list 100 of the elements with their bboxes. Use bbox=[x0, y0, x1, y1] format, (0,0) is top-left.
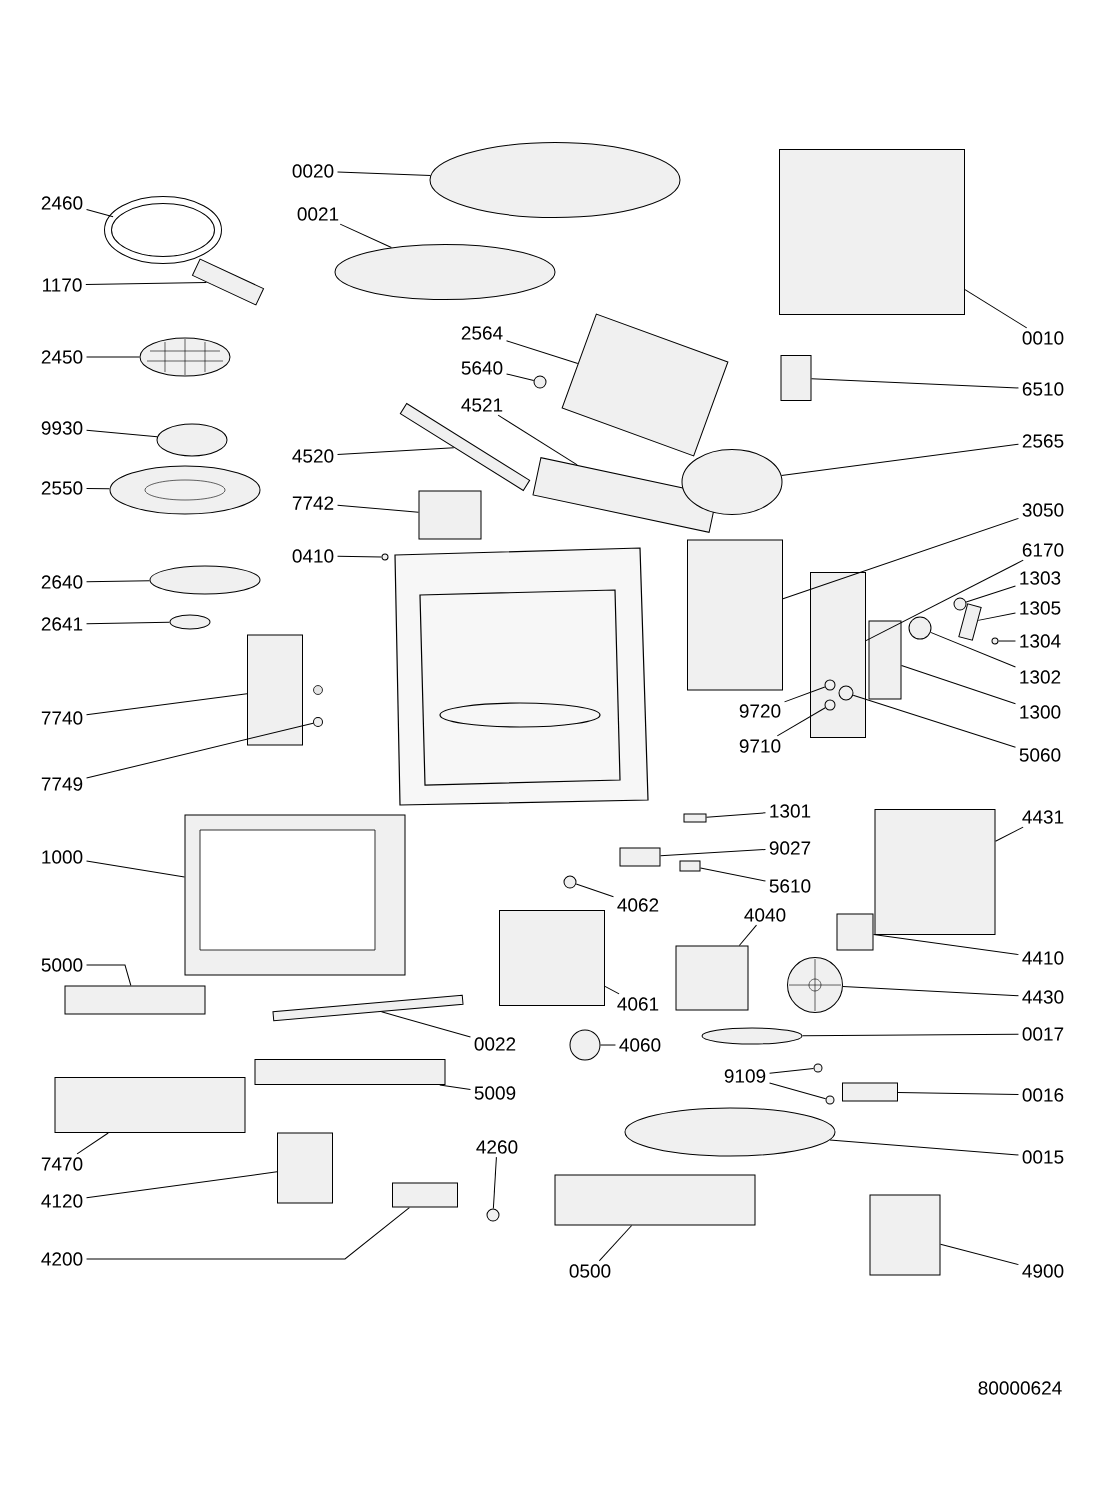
callout-number: 3050 bbox=[1022, 503, 1064, 517]
callout-number: 9720 bbox=[739, 704, 781, 718]
callout-number: 4260 bbox=[476, 1140, 518, 1154]
capacitor-drawing bbox=[392, 1182, 458, 1208]
callout-number: 4520 bbox=[292, 449, 334, 463]
diode-drawing bbox=[486, 1208, 500, 1222]
transformer-drawing bbox=[675, 945, 749, 1011]
callout-number: 1000 bbox=[42, 850, 83, 864]
leader-line bbox=[439, 1084, 471, 1090]
leader-line bbox=[86, 429, 158, 438]
callout-number: 1302 bbox=[1020, 670, 1061, 684]
callout-number: 9930 bbox=[41, 421, 83, 435]
magnetron-mount-drawing bbox=[499, 910, 605, 1006]
circuit-board-drawing bbox=[810, 572, 866, 738]
coupler-drawing bbox=[169, 614, 211, 630]
callout-number: 0010 bbox=[1022, 331, 1064, 345]
callout-number: 4431 bbox=[1022, 810, 1064, 824]
leader-line bbox=[781, 443, 1019, 476]
callout-number: 1304 bbox=[1020, 634, 1061, 648]
leader-line bbox=[76, 1132, 109, 1155]
leader-line bbox=[977, 612, 1016, 621]
thermal-fuse-drawing bbox=[679, 860, 701, 872]
grill-rack-drawing bbox=[139, 337, 231, 377]
callout-number: 0022 bbox=[474, 1037, 516, 1051]
leader-line bbox=[86, 860, 185, 878]
screw-drawing bbox=[813, 1063, 823, 1073]
callout-number: 0020 bbox=[292, 164, 334, 178]
leader-line bbox=[604, 985, 620, 995]
leader-line bbox=[86, 209, 114, 218]
base-tray-drawing bbox=[624, 1107, 836, 1157]
leader-line bbox=[86, 1207, 410, 1260]
door-bracket-drawing bbox=[687, 539, 783, 691]
callout-number: 7742 bbox=[292, 496, 334, 510]
leader-line bbox=[85, 281, 207, 286]
callout-number: 4061 bbox=[617, 997, 659, 1011]
leader-line bbox=[381, 1011, 471, 1038]
callout-number: 1170 bbox=[43, 278, 82, 292]
handle-drawing bbox=[192, 258, 265, 306]
bracket-drawing bbox=[619, 847, 661, 867]
callout-number: 5060 bbox=[1019, 748, 1061, 762]
leader-line bbox=[86, 621, 170, 625]
callout-number: 4120 bbox=[41, 1194, 83, 1208]
callout-number: 6170 bbox=[1022, 543, 1064, 557]
leader-line bbox=[86, 722, 314, 779]
callout-number: 0500 bbox=[569, 1264, 611, 1278]
switch-drawing bbox=[908, 616, 932, 640]
leader-line bbox=[337, 171, 431, 176]
latch-drawing bbox=[958, 603, 982, 641]
callout-number: 1303 bbox=[1020, 571, 1061, 585]
leader-line bbox=[769, 1068, 815, 1074]
leader-line bbox=[873, 934, 1019, 956]
leader-line bbox=[776, 707, 826, 737]
callout-number: 2565 bbox=[1022, 434, 1064, 448]
callout-number: 2450 bbox=[41, 350, 83, 364]
callout-number: 2564 bbox=[461, 326, 503, 340]
callout-number: 4040 bbox=[744, 908, 786, 922]
callout-number: 2641 bbox=[41, 617, 83, 631]
callout-number: 0015 bbox=[1022, 1150, 1064, 1164]
leader-line bbox=[86, 1171, 278, 1199]
leader-line bbox=[901, 665, 1016, 705]
turntable-ring-drawing bbox=[104, 196, 222, 264]
leader-line bbox=[897, 1092, 1019, 1096]
leader-line bbox=[506, 373, 535, 381]
leader-line bbox=[337, 555, 382, 558]
waveguide-cover-drawing bbox=[561, 313, 729, 457]
top-cover-drawing bbox=[429, 142, 681, 218]
leader-line bbox=[842, 986, 1019, 997]
leader-line bbox=[600, 1044, 616, 1046]
callout-number: 6510 bbox=[1022, 382, 1064, 396]
callout-number: 7740 bbox=[41, 711, 83, 725]
leader-line bbox=[995, 826, 1024, 842]
front-panel-drawing bbox=[554, 1174, 756, 1226]
callout-number: 2640 bbox=[41, 575, 83, 589]
trim-strip-drawing bbox=[701, 1027, 803, 1045]
leader-line bbox=[497, 414, 578, 466]
leader-line bbox=[575, 883, 614, 898]
spring-drawing bbox=[991, 637, 999, 645]
leader-line bbox=[339, 223, 392, 249]
fan-motor-drawing bbox=[836, 913, 874, 951]
leader-line bbox=[738, 924, 757, 946]
callout-number: 1305 bbox=[1020, 601, 1061, 615]
leader-line bbox=[940, 1243, 1019, 1266]
leader-line bbox=[998, 640, 1016, 642]
leader-line bbox=[86, 580, 151, 583]
microswitch-drawing bbox=[824, 699, 836, 711]
pin-drawing bbox=[683, 813, 707, 823]
leader-line bbox=[801, 1033, 1019, 1037]
leader-line bbox=[829, 1139, 1019, 1156]
transformer-drawing bbox=[277, 1132, 333, 1204]
leader-line bbox=[660, 849, 766, 857]
switch-cap-drawing bbox=[953, 597, 967, 611]
leader-line bbox=[784, 686, 826, 703]
leader-line bbox=[865, 559, 1024, 642]
callout-number: 2550 bbox=[41, 481, 83, 495]
control-board-drawing bbox=[64, 985, 206, 1015]
callout-number: 9109 bbox=[724, 1069, 766, 1083]
callout-number: 7470 bbox=[41, 1157, 83, 1171]
callout-number: 7749 bbox=[41, 777, 83, 791]
callout-number: 0016 bbox=[1022, 1088, 1064, 1102]
callout-number: 5000 bbox=[41, 958, 83, 972]
